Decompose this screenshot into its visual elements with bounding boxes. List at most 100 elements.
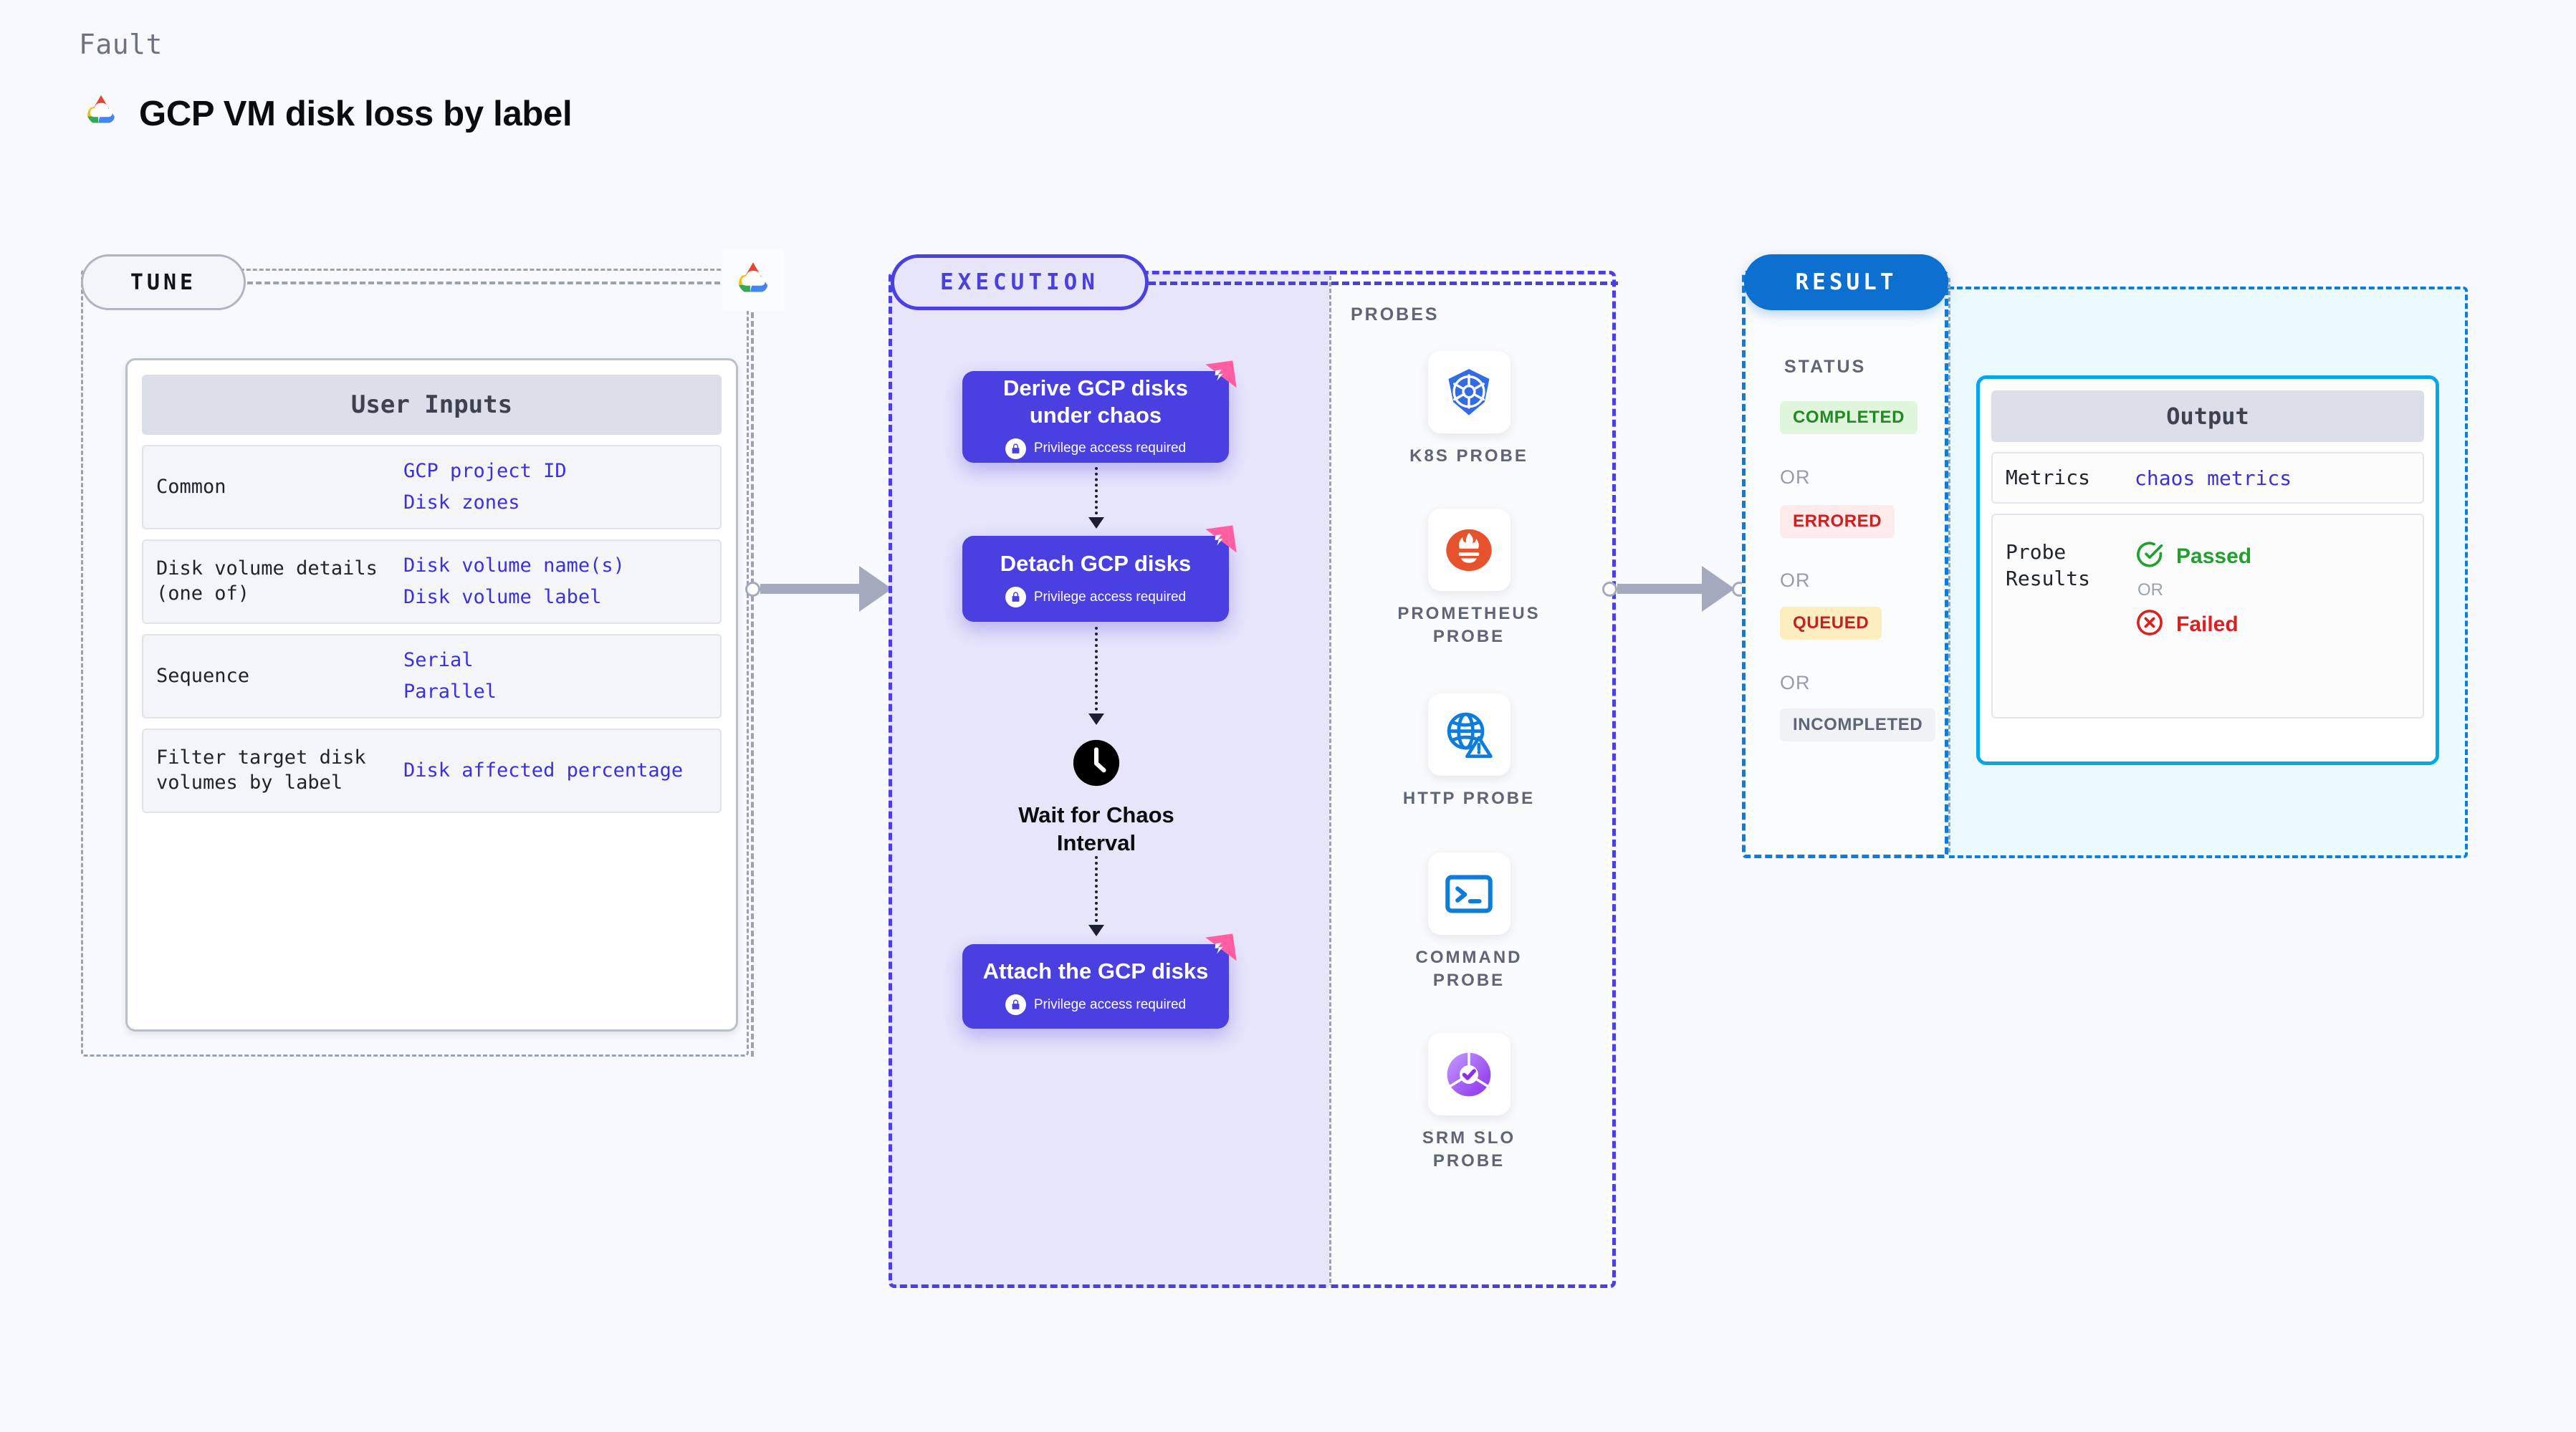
connector-arrowhead [1702, 566, 1735, 612]
row-value[interactable]: Disk affected percentage [403, 759, 684, 782]
prometheus-icon [1427, 509, 1510, 591]
row-value[interactable]: Parallel [403, 681, 497, 703]
execution-node-detach[interactable]: Detach GCP disks Privilege access requir… [962, 525, 1237, 622]
output-row-probe-results: Probe Results Passed OR [1991, 514, 2424, 719]
row-key: Disk volume details (one of) [156, 557, 378, 605]
terminal-icon [1427, 852, 1510, 935]
tune-pill[interactable]: TUNE [81, 254, 246, 310]
probe-result-passed: Passed [2135, 539, 2251, 573]
failed-label: Failed [2176, 612, 2239, 636]
flow-arrow [1095, 467, 1098, 520]
gcp-logo-icon [79, 90, 123, 138]
or-separator: OR [1780, 672, 1811, 693]
probe-result-failed: Failed [2135, 607, 2251, 641]
probe-label: HTTP PROBE [1402, 789, 1536, 808]
user-inputs-title: User Inputs [142, 375, 722, 435]
passed-label: Passed [2176, 544, 2252, 568]
or-separator: OR [2137, 580, 2163, 600]
flow-arrowhead [1088, 713, 1104, 725]
row-value[interactable]: GCP project ID [403, 459, 567, 482]
output-key: Probe Results [2006, 540, 2091, 590]
connector-bar [760, 584, 861, 594]
probe-label: COMMAND PROBE [1415, 948, 1523, 990]
output-value[interactable]: chaos metrics [2135, 466, 2292, 490]
probe-srm-slo[interactable]: SRM SLO PROBE [1387, 1033, 1551, 1172]
row-values: Disk volume name(s) Disk volume label [403, 554, 625, 610]
row-key: Common [156, 475, 226, 498]
tune-gcp-logo-icon [722, 249, 784, 311]
execution-pill[interactable]: EXECUTION [891, 254, 1149, 310]
probe-label: SRM SLO PROBE [1422, 1128, 1516, 1171]
table-row: Common GCP project ID Disk zones [142, 445, 722, 529]
or-separator: OR [1780, 570, 1811, 591]
output-card: Output Metrics chaos metrics Probe Resul… [1976, 375, 2439, 765]
status-label: STATUS [1784, 357, 1867, 377]
probe-k8s[interactable]: K8S PROBE [1387, 351, 1551, 468]
srm-slo-icon [1427, 1033, 1510, 1115]
probes-divider [1329, 276, 1331, 1283]
connector-arrowhead [859, 566, 892, 612]
probe-result-values: Passed OR Failed [2135, 539, 2251, 641]
flow-arrow [1095, 627, 1098, 716]
table-row: Filter target disk volumes by label Disk… [142, 729, 722, 813]
execution-top-dash [1149, 282, 1618, 285]
flow-arrowhead [1088, 925, 1104, 936]
node-title: Attach the GCP disks [982, 958, 1209, 984]
probe-label: K8S PROBE [1409, 446, 1528, 466]
execution-node-attach[interactable]: Attach the GCP disks Privilege access re… [962, 933, 1237, 1029]
tune-top-dash [247, 282, 720, 284]
table-row: Sequence Serial Parallel [142, 634, 722, 719]
fault-eyebrow: Fault [79, 29, 163, 60]
privilege-label: Privilege access required [1033, 996, 1187, 1012]
privilege-label: Privilege access required [1033, 589, 1187, 605]
status-badge: INCOMPLETED [1780, 708, 1936, 741]
result-pill[interactable]: RESULT [1744, 254, 1948, 310]
status-badge: QUEUED [1780, 607, 1882, 640]
lock-icon [1005, 438, 1026, 459]
table-row: Disk volume details (one of) Disk volume… [142, 539, 722, 624]
probes-panel [1329, 271, 1616, 1288]
kubernetes-icon [1427, 351, 1510, 433]
wait-for-chaos-interval: Wait for Chaos Interval [1014, 738, 1179, 857]
execution-node-derive[interactable]: Derive GCP disks under chaos Privilege a… [962, 360, 1237, 463]
row-value[interactable]: Disk zones [403, 491, 520, 514]
row-value[interactable]: Serial [403, 648, 474, 671]
status-badge: COMPLETED [1780, 401, 1918, 434]
flow-arrowhead [1088, 517, 1104, 529]
tune-panel [81, 269, 749, 1057]
row-values: GCP project ID Disk zones [403, 460, 567, 515]
output-key: Metrics [2006, 466, 2091, 489]
page-title: GCP VM disk loss by label [139, 94, 573, 133]
connector-dot [1602, 581, 1617, 597]
chaos-badge-icon [1205, 933, 1237, 969]
privilege-note: Privilege access required [1005, 994, 1187, 1016]
chaos-badge-icon [1205, 524, 1237, 561]
row-value[interactable]: Disk volume label [403, 586, 602, 608]
probe-label: PROMETHEUS PROBE [1397, 604, 1541, 646]
connector-tune-to-execution [745, 566, 904, 612]
connector-bar [1617, 584, 1703, 594]
lock-icon [1005, 994, 1026, 1016]
wait-step-label: Wait for Chaos Interval [1018, 802, 1174, 855]
check-circle-icon [2135, 539, 2165, 573]
lock-icon [1005, 587, 1026, 608]
probes-title: PROBES [1351, 304, 1440, 325]
flow-arrow [1095, 856, 1098, 928]
row-value[interactable]: Disk volume name(s) [403, 554, 625, 577]
connector-execution-to-result [1602, 566, 1747, 612]
probe-command[interactable]: COMMAND PROBE [1387, 852, 1551, 991]
user-inputs-card: User Inputs Common GCP project ID Disk z… [125, 358, 738, 1032]
http-globe-warning-icon [1427, 693, 1510, 776]
row-values: Disk affected percentage [403, 759, 683, 782]
result-divider [1948, 278, 1950, 852]
row-key: Filter target disk volumes by label [156, 746, 366, 794]
privilege-note: Privilege access required [1005, 587, 1187, 608]
or-separator: OR [1780, 466, 1811, 488]
chaos-badge-icon [1205, 360, 1237, 396]
privilege-note: Privilege access required [1005, 438, 1186, 459]
node-title: Derive GCP disks under chaos [1003, 375, 1188, 428]
probe-prometheus[interactable]: PROMETHEUS PROBE [1387, 509, 1551, 648]
privilege-label: Privilege access required [1033, 441, 1187, 456]
probe-http[interactable]: HTTP PROBE [1387, 693, 1551, 810]
